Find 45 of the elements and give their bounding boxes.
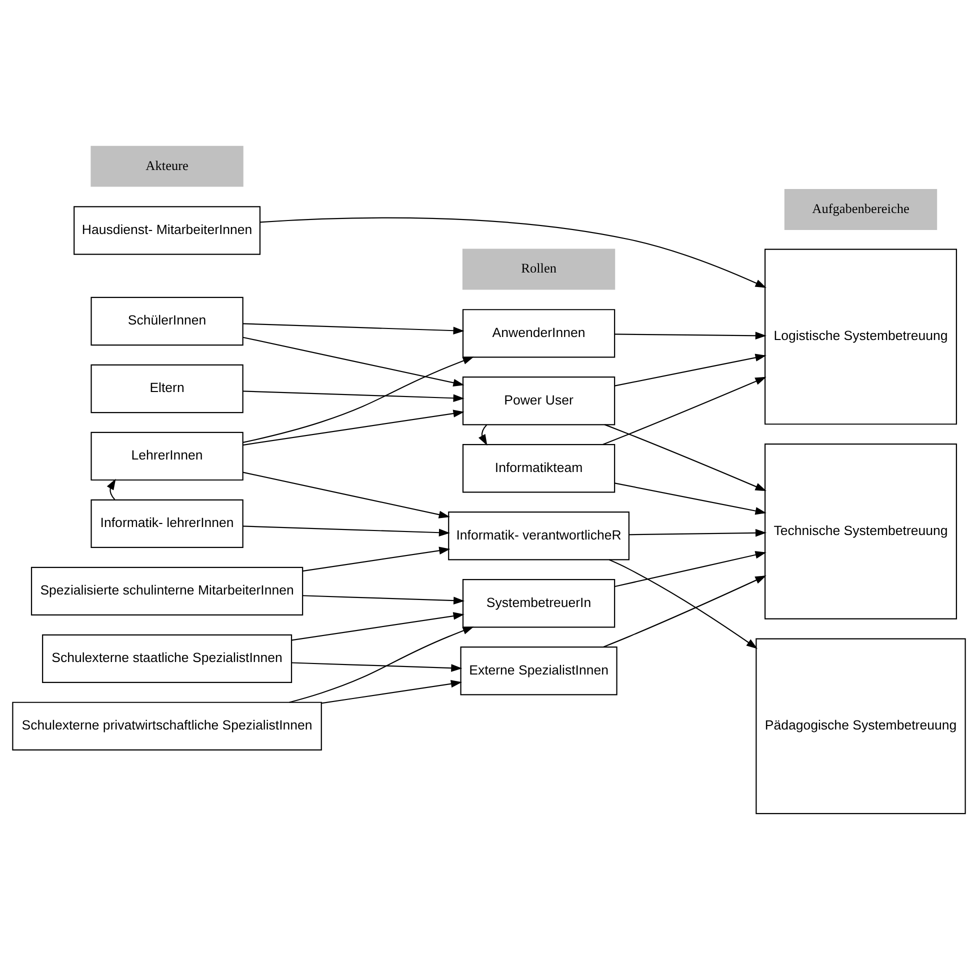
arrow bbox=[614, 482, 766, 515]
node-box: Akteure bbox=[90, 146, 244, 187]
node-box: Eltern bbox=[90, 364, 244, 414]
node-box: Pädagogische Systembetreuung bbox=[756, 638, 966, 814]
node-box: SystembetreuerIn bbox=[462, 579, 616, 628]
arrow bbox=[242, 336, 464, 387]
arrow bbox=[260, 217, 766, 288]
node-box: Schulexterne staatliche SpezialistInnen bbox=[42, 634, 292, 684]
arrow bbox=[242, 472, 450, 518]
arrow bbox=[302, 546, 450, 572]
arrow bbox=[292, 612, 464, 641]
node-box: Technische Systembetreuung bbox=[764, 444, 957, 620]
arrow bbox=[242, 526, 450, 536]
node-box: Informatik- lehrerInnen bbox=[90, 499, 244, 548]
arrow bbox=[603, 576, 766, 648]
node-box: Aufgabenbereiche bbox=[784, 189, 938, 230]
node-box: Hausdienst- MitarbeiterInnen bbox=[74, 206, 261, 255]
arrow bbox=[292, 662, 462, 672]
arrow bbox=[614, 551, 766, 588]
arrow bbox=[478, 424, 488, 446]
arrow bbox=[242, 410, 464, 446]
arrow bbox=[289, 626, 474, 703]
node-box: Informatik- verantwortlicheR bbox=[448, 512, 630, 560]
arrow bbox=[302, 595, 465, 604]
arrow bbox=[614, 332, 766, 340]
node-box: AnwenderInnen bbox=[462, 309, 616, 358]
node-box: SchülerInnen bbox=[90, 296, 244, 346]
arrow bbox=[628, 529, 767, 537]
arrow bbox=[242, 356, 474, 443]
node-box: Logistische Systembetreuung bbox=[764, 248, 957, 425]
arrow bbox=[608, 559, 758, 649]
arrow bbox=[242, 390, 464, 402]
node-box: Externe SpezialistInnen bbox=[460, 646, 618, 696]
node-box: Rollen bbox=[462, 248, 616, 290]
node-box: LehrerInnen bbox=[90, 432, 244, 481]
arrow bbox=[614, 354, 766, 386]
arrow bbox=[602, 376, 766, 445]
node-box: Schulexterne privatwirtschaftliche SpezialistInnen bbox=[12, 702, 322, 750]
node-box: Power User bbox=[462, 376, 616, 426]
arrow bbox=[242, 323, 464, 334]
node-box: Spezialisierte schulinterne MitarbeiterInnen bbox=[30, 566, 304, 616]
arrow bbox=[322, 680, 462, 704]
node-box: Informatikteam bbox=[462, 444, 616, 493]
arrow bbox=[106, 478, 116, 500]
arrow bbox=[604, 424, 766, 492]
